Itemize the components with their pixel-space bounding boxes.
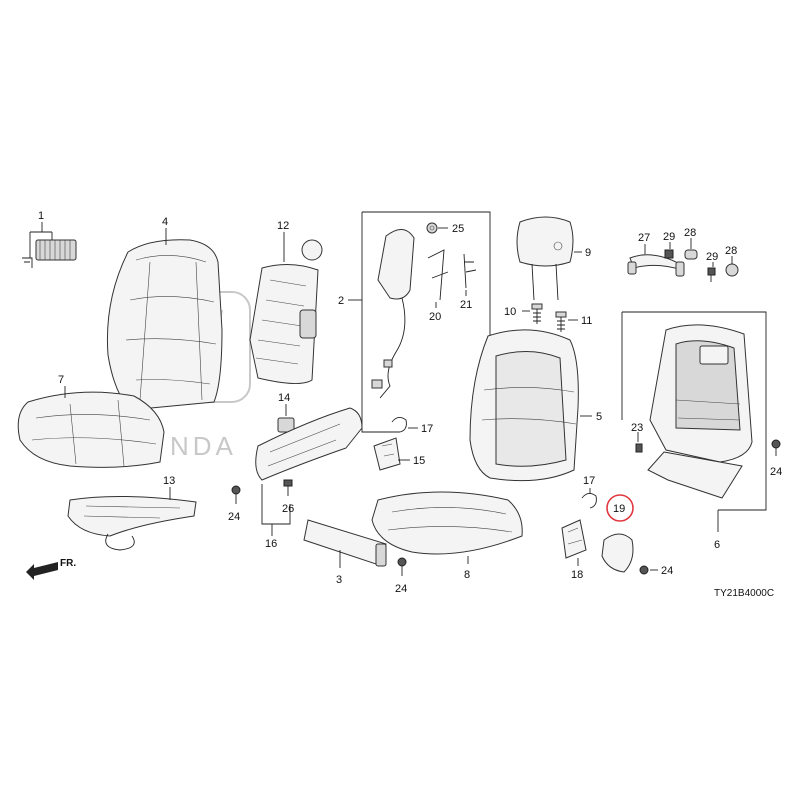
callout-24-b: 24 (395, 583, 407, 595)
callout-5: 5 (596, 411, 602, 423)
callout-28-b: 28 (725, 245, 737, 257)
bracket-16 (261, 484, 291, 525)
part-3-front-trim (303, 519, 387, 567)
part-15-bracket (373, 437, 401, 471)
part-5-seatback-pad (469, 329, 579, 482)
part-17-clip-b (581, 493, 597, 509)
part-9-headrest (516, 216, 574, 301)
part-13-heater-pad (67, 495, 197, 551)
callout-21: 21 (460, 299, 472, 311)
part-24-bolt-a (231, 485, 241, 504)
callout-16: 16 (265, 538, 277, 550)
callout-20: 20 (429, 311, 441, 323)
callout-4: 4 (162, 216, 168, 228)
part-18-bracket (561, 519, 587, 559)
part-27-grip (627, 254, 685, 277)
part-26-screw (283, 479, 293, 496)
part-29-clip-a (664, 249, 674, 259)
part-17-clip-a (391, 417, 407, 433)
part-12-back-panel (249, 239, 323, 384)
callout-24-a: 24 (228, 511, 240, 523)
part-19-cover (601, 533, 634, 573)
callout-3: 3 (336, 574, 342, 586)
callout-23: 23 (631, 422, 643, 434)
callout-2: 2 (338, 295, 344, 307)
callout-9: 9 (585, 247, 591, 259)
callout-14: 14 (278, 392, 290, 404)
callout-24-d: 24 (770, 466, 782, 478)
diagram-code: TY21B4000C (714, 588, 774, 599)
callout-26: 26 (282, 503, 294, 515)
part-1-clips (22, 222, 77, 268)
callout-17-a: 17 (421, 423, 433, 435)
part-24-bolt-b (397, 557, 407, 576)
part-24-bolt-d (771, 439, 781, 456)
callout-27: 27 (638, 232, 650, 244)
callout-13: 13 (163, 475, 175, 487)
part-28-cap-a (684, 249, 698, 260)
part-6-back-frame (647, 324, 753, 499)
svg-text:NDA: NDA (170, 431, 237, 461)
part-23-clip (635, 443, 643, 453)
callout-12: 12 (277, 220, 289, 232)
part-24-bolt-c (639, 565, 649, 575)
callout-10: 10 (504, 306, 516, 318)
bracket-box-2 (361, 211, 491, 433)
callout-19: 19 (613, 503, 625, 515)
callout-11: 11 (581, 315, 592, 327)
callout-15: 15 (413, 455, 425, 467)
highlight-circle-19 (606, 494, 634, 522)
part-10-screw (531, 303, 543, 324)
callout-29-a: 29 (663, 231, 675, 243)
callout-8: 8 (464, 569, 470, 581)
part-28-cap-b (725, 263, 739, 277)
callout-17-b: 17 (583, 475, 595, 487)
part-11-screw (555, 311, 567, 332)
front-label: FR. (60, 558, 76, 569)
part-20-bracket (427, 249, 449, 301)
part-2-side-airbag (371, 229, 415, 399)
part-4-seatback-cover (106, 239, 223, 411)
callout-28-a: 28 (684, 227, 696, 239)
callout-7: 7 (58, 374, 64, 386)
callout-24-c: 24 (661, 565, 673, 577)
part-25-nut (426, 222, 438, 234)
part-16-side-trim (255, 407, 363, 481)
callout-29-b: 29 (706, 251, 718, 263)
part-14-switch (277, 417, 295, 433)
bracket-box-6 (621, 311, 767, 511)
callout-25: 25 (452, 223, 464, 235)
part-29-clip-b (707, 267, 716, 282)
callout-6: 6 (714, 539, 720, 551)
part-7-cushion-cover (17, 391, 165, 468)
callout-18: 18 (571, 569, 583, 581)
callout-1: 1 (38, 210, 44, 222)
front-arrow-icon (26, 562, 58, 580)
part-21-bracket (463, 253, 477, 289)
part-8-cushion-pad (371, 491, 523, 555)
